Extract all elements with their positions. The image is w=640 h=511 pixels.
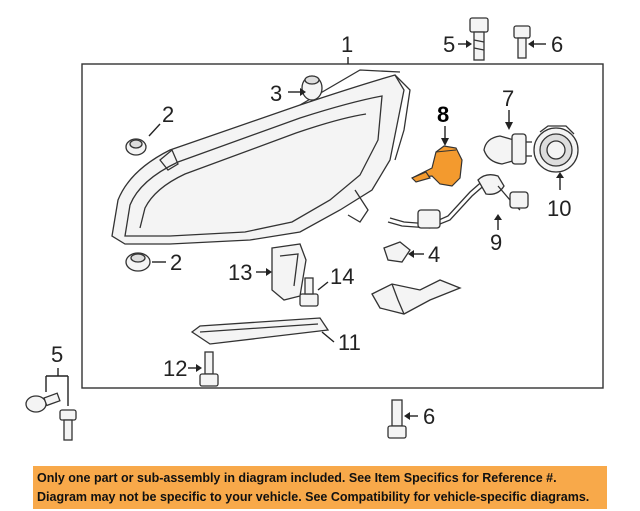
callout-3: 3 xyxy=(270,81,282,106)
bolt-bottom-left-a xyxy=(25,392,61,413)
disclaimer-line-1: Only one part or sub-assembly in diagram… xyxy=(37,471,557,485)
highlighted-bulb-part xyxy=(410,145,463,187)
socket-harness xyxy=(387,174,529,229)
headlamp-housing xyxy=(111,69,411,245)
bolt-bottom xyxy=(387,399,407,439)
callout-10: 10 xyxy=(547,196,571,221)
callout-7: 7 xyxy=(502,86,514,111)
callout-9: 9 xyxy=(490,230,502,255)
callout-8: 8 xyxy=(437,102,449,127)
callout-5-top: 5 xyxy=(443,32,455,57)
disclaimer-line-2: Diagram may not be specific to your vehi… xyxy=(37,490,590,504)
grommet-upper xyxy=(125,138,147,156)
bolt-bottom-left-b xyxy=(59,409,77,441)
grommet-lower xyxy=(125,252,151,272)
bolt-top xyxy=(469,17,489,61)
trim-strip xyxy=(190,317,330,345)
headlamp-bulb xyxy=(483,133,532,165)
bolt-12 xyxy=(199,351,219,387)
clip xyxy=(383,241,411,263)
bulb-cap xyxy=(533,125,579,173)
bolt-14 xyxy=(299,277,319,307)
callout-14: 14 xyxy=(330,264,354,289)
callout-11: 11 xyxy=(338,330,361,355)
callout-13: 13 xyxy=(228,260,252,285)
disclaimer-banner: Only one part or sub-assembly in diagram… xyxy=(33,466,607,509)
bolt-top-right xyxy=(513,25,531,59)
callout-2-lower: 2 xyxy=(170,250,182,275)
callout-6-bottom: 6 xyxy=(423,404,435,429)
callout-1: 1 xyxy=(341,32,353,57)
callout-4: 4 xyxy=(428,242,440,267)
bracket xyxy=(271,243,307,301)
mounting-bracket xyxy=(371,279,462,315)
callout-6-top: 6 xyxy=(551,32,563,57)
parts-diagram: 1 2 2 3 5 6 xyxy=(25,17,604,441)
callout-5-bottom: 5 xyxy=(51,342,63,367)
callout-12: 12 xyxy=(163,356,187,381)
assembly-frame xyxy=(81,63,604,389)
grommet-top xyxy=(301,75,323,101)
callout-2-upper: 2 xyxy=(162,102,174,127)
